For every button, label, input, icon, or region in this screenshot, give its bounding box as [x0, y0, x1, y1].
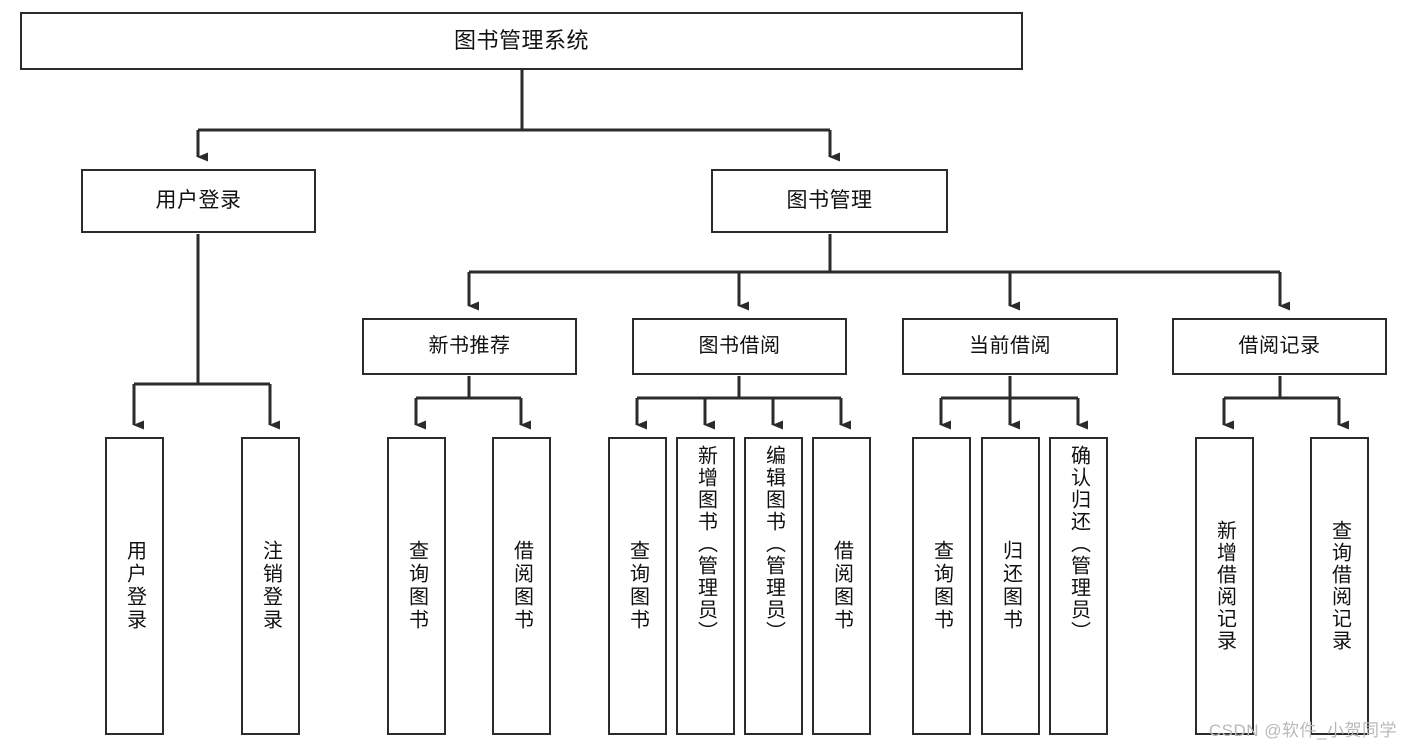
node-leaf-return-book-label: 归还图书: [999, 540, 1022, 632]
node-user-login-label: 用户登录: [155, 188, 242, 212]
node-leaf-borrow-book-2-label: 借阅图书: [830, 540, 853, 632]
node-root-label: 图书管理系统: [453, 28, 589, 54]
node-leaf-logout-label: 注销登录: [259, 540, 282, 632]
node-leaf-borrow-book-2[interactable]: 借阅图书: [812, 437, 871, 735]
node-leaf-borrow-book-1[interactable]: 借阅图书: [492, 437, 551, 735]
node-user-login[interactable]: 用户登录: [81, 169, 316, 233]
node-new-book-rec-label: 新书推荐: [428, 334, 511, 357]
node-book-borrow[interactable]: 图书借阅: [632, 318, 847, 375]
node-leaf-query-record-label: 查询借阅记录: [1328, 520, 1351, 652]
node-new-book-rec[interactable]: 新书推荐: [362, 318, 577, 375]
node-leaf-add-book[interactable]: 新增图书（管理员）: [676, 437, 735, 735]
node-leaf-add-record[interactable]: 新增借阅记录: [1195, 437, 1254, 735]
node-borrow-record-label: 借阅记录: [1238, 334, 1321, 357]
node-leaf-user-login-label: 用户登录: [123, 540, 146, 632]
node-leaf-add-record-label: 新增借阅记录: [1213, 520, 1236, 652]
node-leaf-return-book[interactable]: 归还图书: [981, 437, 1040, 735]
node-leaf-query-book-3[interactable]: 查询图书: [912, 437, 971, 735]
node-leaf-borrow-book-1-label: 借阅图书: [510, 540, 533, 632]
node-root[interactable]: 图书管理系统: [20, 12, 1023, 70]
node-leaf-edit-book-label: 编辑图书（管理员）: [762, 445, 785, 643]
node-leaf-edit-book[interactable]: 编辑图书（管理员）: [744, 437, 803, 735]
node-leaf-query-record[interactable]: 查询借阅记录: [1310, 437, 1369, 735]
node-leaf-query-book-2[interactable]: 查询图书: [608, 437, 667, 735]
node-borrow-record[interactable]: 借阅记录: [1172, 318, 1387, 375]
node-current-borrow-label: 当前借阅: [969, 334, 1051, 357]
node-leaf-query-book-2-label: 查询图书: [626, 540, 649, 632]
node-leaf-confirm-return-label: 确认归还（管理员）: [1067, 445, 1090, 643]
node-leaf-add-book-label: 新增图书（管理员）: [694, 445, 717, 643]
node-leaf-query-book-1[interactable]: 查询图书: [387, 437, 446, 735]
node-book-manage-label: 图书管理: [786, 188, 873, 212]
node-book-borrow-label: 图书借阅: [698, 334, 781, 357]
node-current-borrow[interactable]: 当前借阅: [902, 318, 1118, 375]
csdn-watermark: CSDN @软件_小贺同学: [1208, 721, 1397, 740]
node-leaf-confirm-return[interactable]: 确认归还（管理员）: [1049, 437, 1108, 735]
node-leaf-query-book-3-label: 查询图书: [930, 540, 953, 632]
node-leaf-query-book-1-label: 查询图书: [405, 540, 428, 632]
node-leaf-user-login[interactable]: 用户登录: [105, 437, 164, 735]
node-leaf-logout[interactable]: 注销登录: [241, 437, 300, 735]
node-book-manage[interactable]: 图书管理: [711, 169, 948, 233]
